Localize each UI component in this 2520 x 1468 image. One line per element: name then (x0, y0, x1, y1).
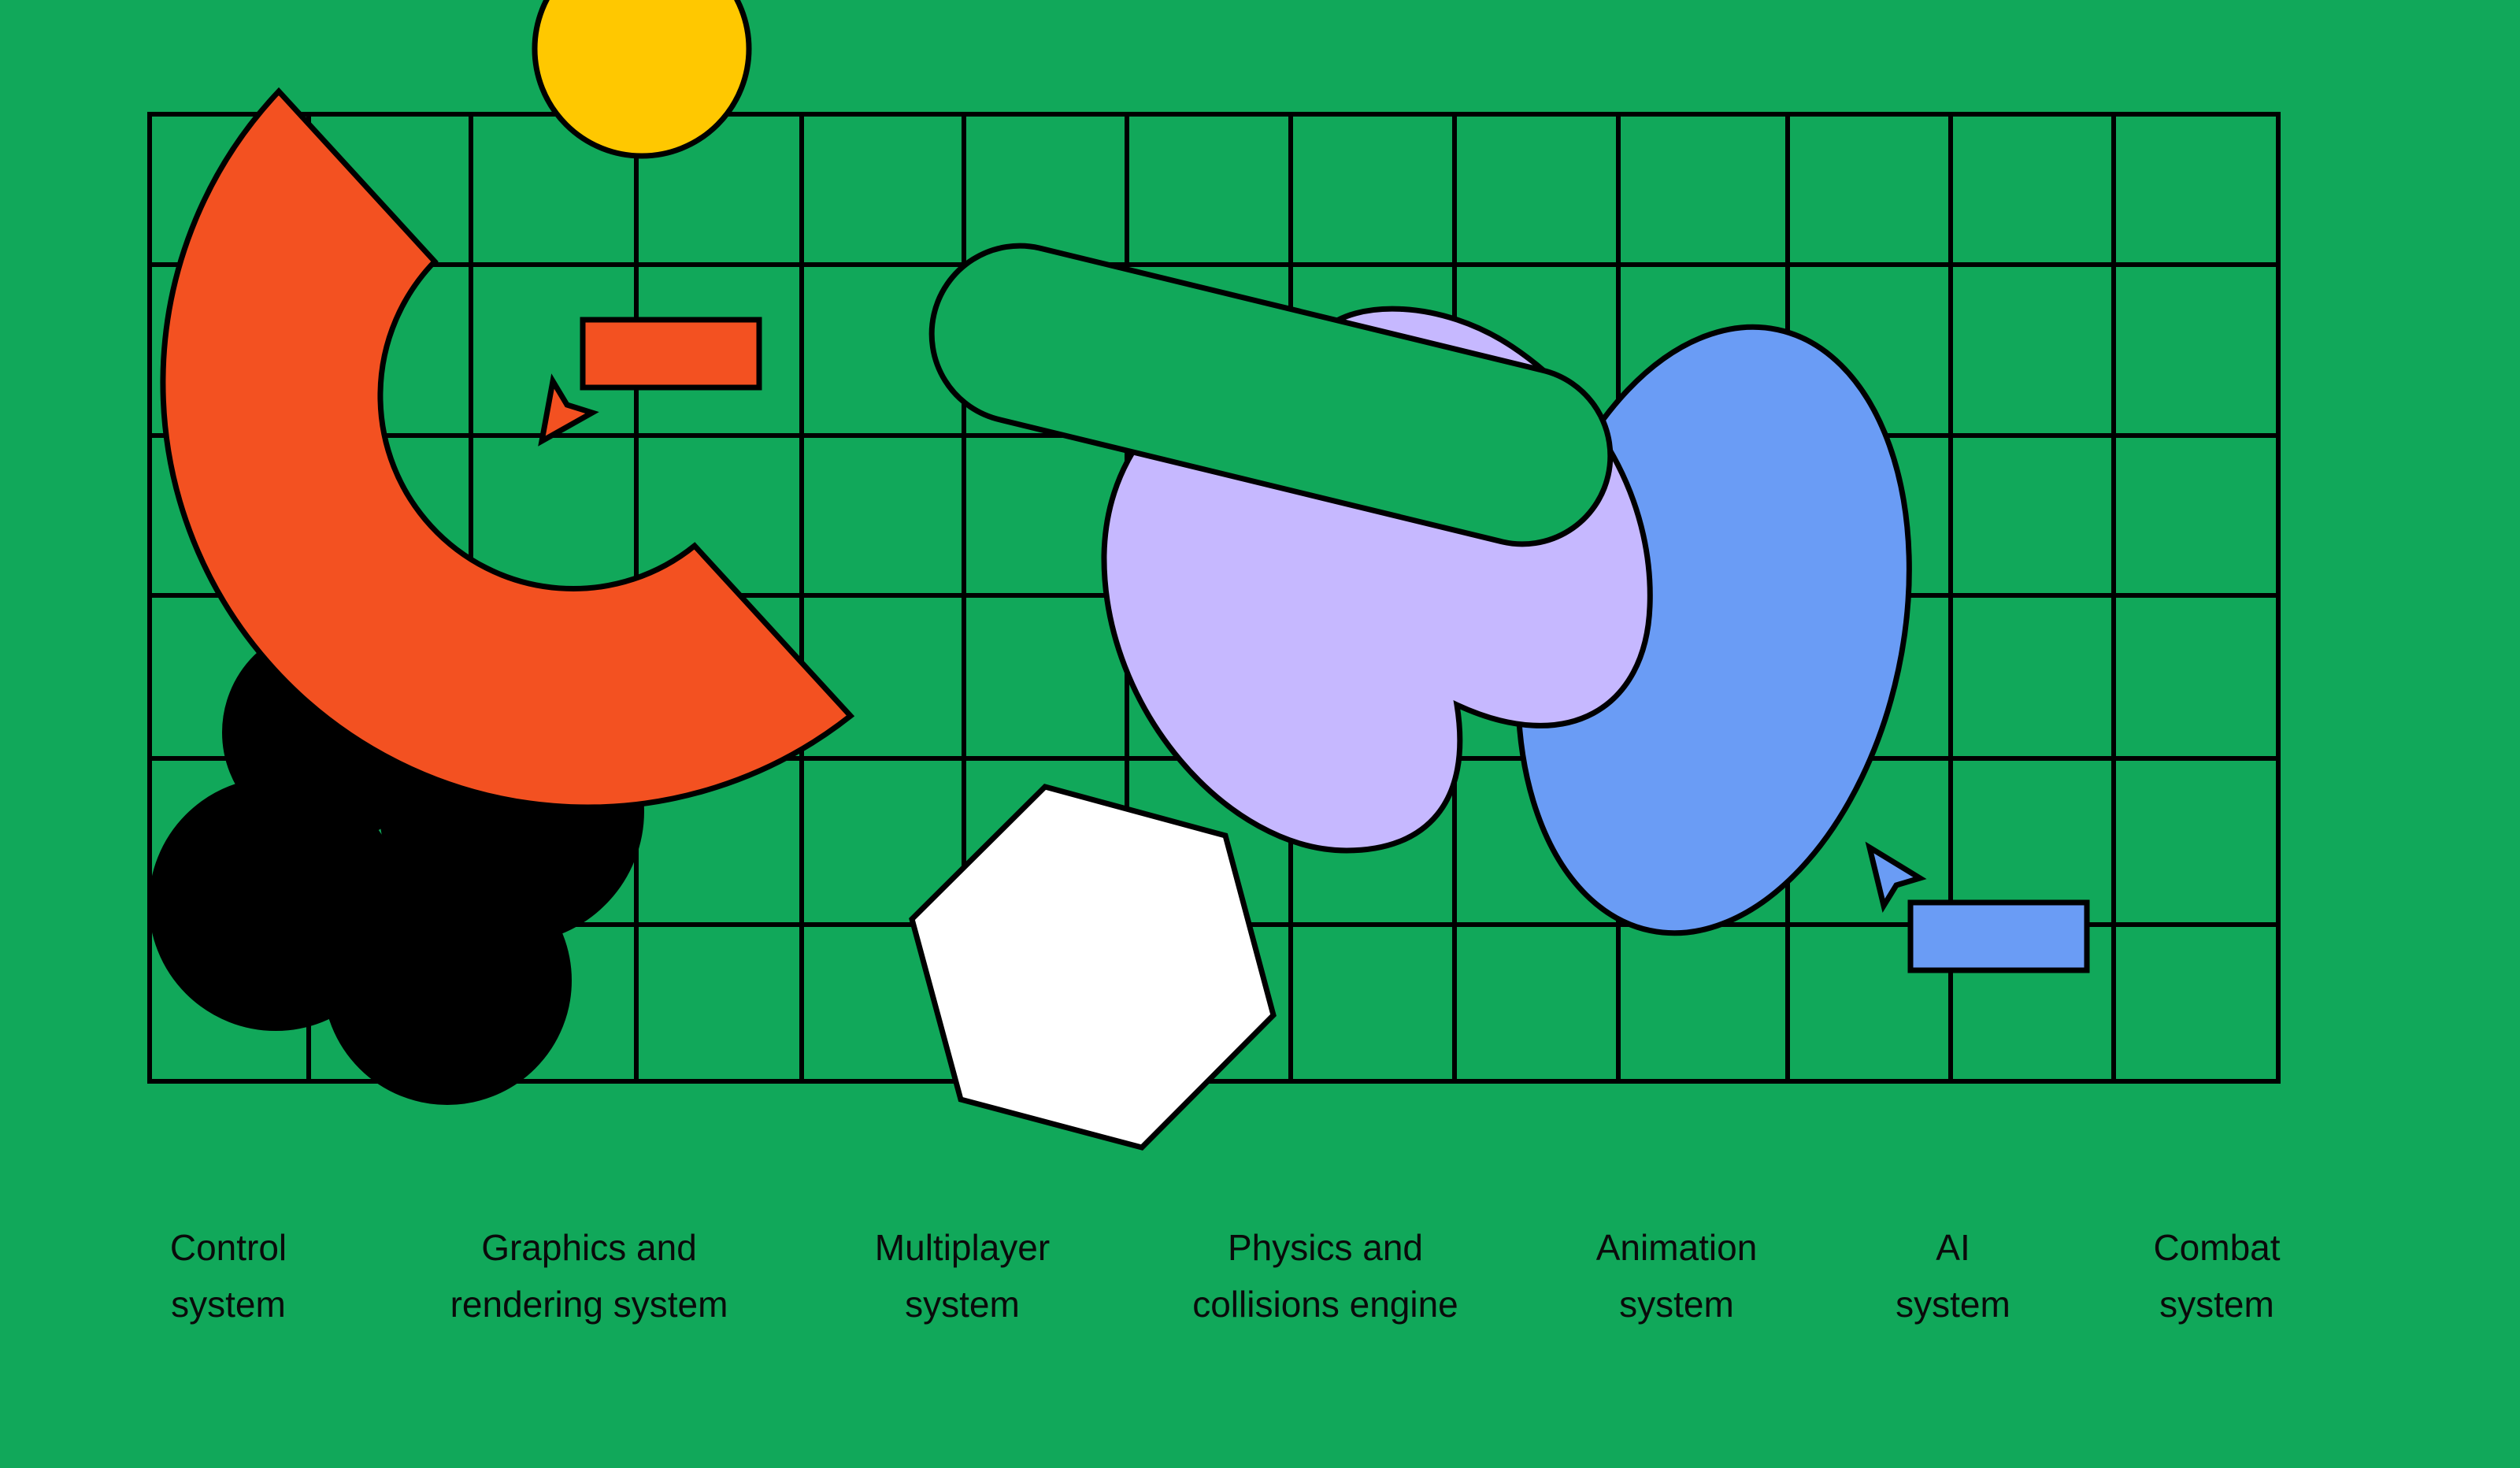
label-line: system (1896, 1284, 2010, 1325)
label-line: Graphics and (481, 1227, 697, 1268)
blue-cursor-arrow-icon (1865, 841, 1927, 913)
label-line: Control (169, 1227, 287, 1268)
orange-cursor-arrow-icon (538, 373, 599, 447)
black-circle (323, 856, 572, 1105)
label-line: system (905, 1284, 1020, 1325)
label-line: Multiplayer (874, 1227, 1051, 1268)
yellow-circle (532, 0, 752, 159)
blue-rectangle (1907, 899, 2090, 973)
label-line: system (171, 1284, 286, 1325)
label-ai-system: AI system (1896, 1219, 2010, 1333)
label-line: system (1619, 1284, 1734, 1325)
label-animation-system: Animation system (1596, 1219, 1758, 1333)
label-line: AI (1936, 1227, 1970, 1268)
label-line: Animation (1595, 1227, 1758, 1268)
white-hexagon (909, 784, 1277, 1151)
label-graphics-rendering-system: Graphics and rendering system (450, 1219, 728, 1333)
label-line: Physics and (1227, 1227, 1424, 1268)
orange-rectangle (580, 317, 762, 391)
label-line: rendering system (450, 1284, 728, 1325)
orange-c-arc (160, 87, 855, 810)
label-line: Combat (2153, 1227, 2281, 1268)
label-physics-collisions-engine: Physics and collisions engine (1192, 1219, 1458, 1333)
label-multiplayer-system: Multiplayer system (875, 1219, 1050, 1333)
label-combat-system: Combat system (2153, 1219, 2280, 1333)
green-capsule (928, 243, 1614, 547)
label-control-system: Control system (170, 1219, 287, 1333)
label-line: collisions engine (1192, 1284, 1458, 1325)
label-line: system (2159, 1284, 2274, 1325)
